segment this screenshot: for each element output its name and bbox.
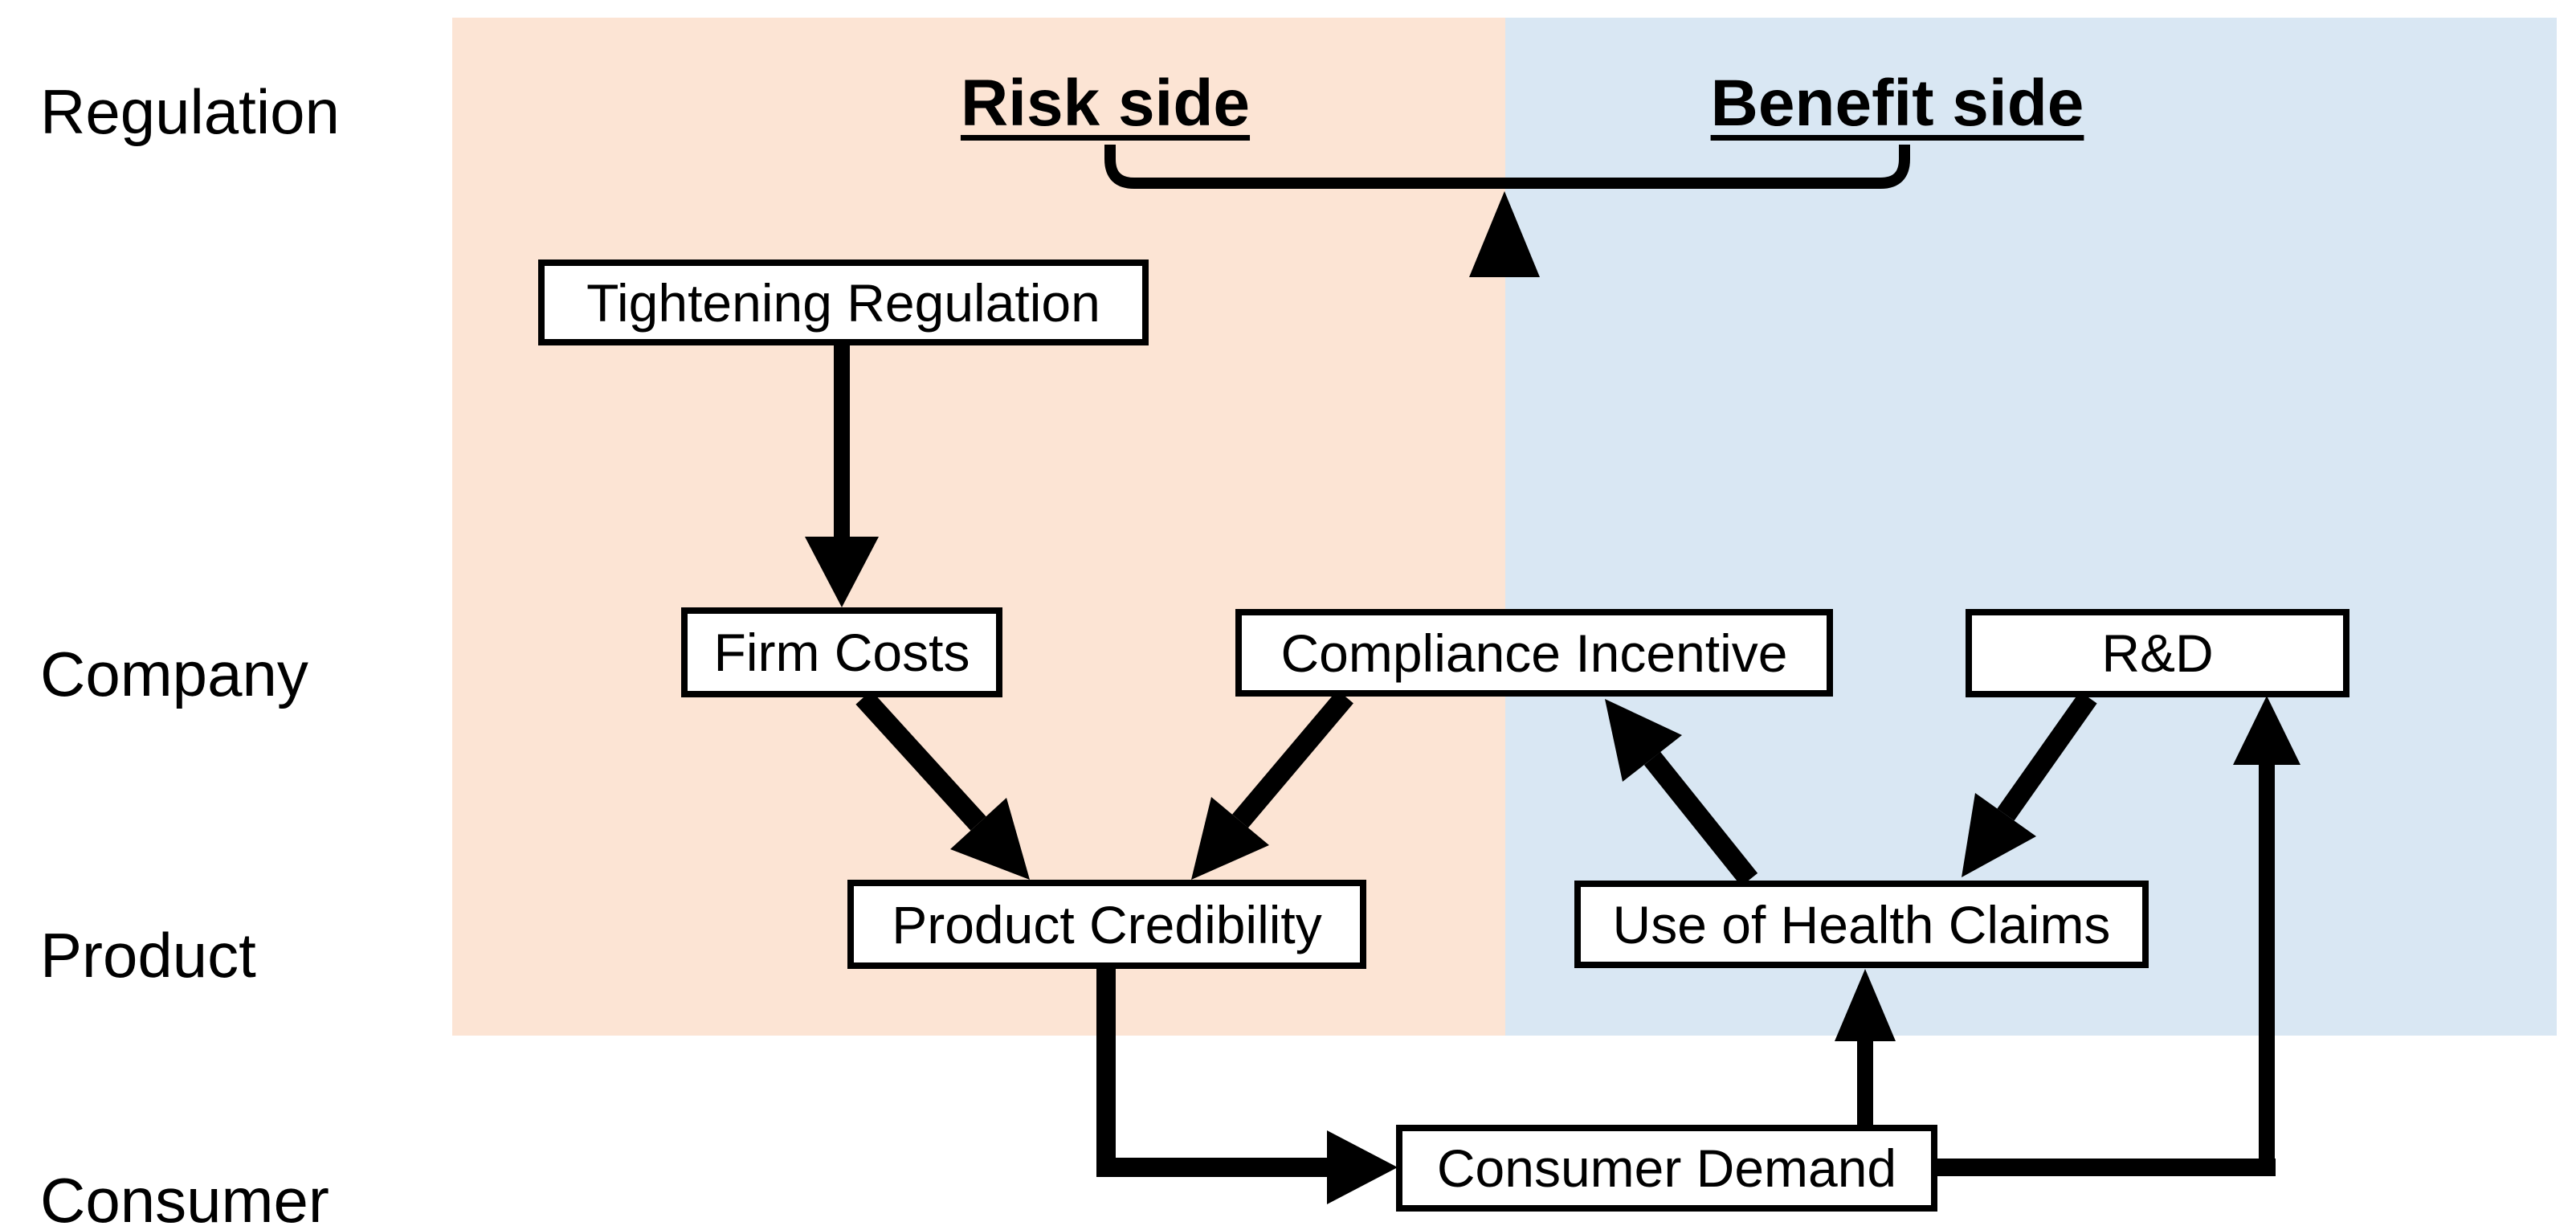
- edge-product-credibility-to-consumer-demand: [1096, 969, 1398, 1204]
- node-tightening-regulation: Tightening Regulation: [538, 260, 1149, 345]
- risk-side-title: Risk side: [960, 67, 1251, 140]
- row-label-regulation: Regulation: [40, 76, 340, 147]
- edge-firm-costs-to-product-credibility: [855, 690, 1030, 880]
- row-label-product: Product: [40, 920, 256, 991]
- row-label-consumer: Consumer: [40, 1165, 329, 1226]
- row-label-company: Company: [40, 639, 308, 709]
- edge-tightening-regulation-to-firm-costs: [805, 345, 879, 607]
- edge-rnd-to-use-of-health-claims: [1962, 691, 2097, 877]
- node-firm-costs: Firm Costs: [681, 607, 1002, 697]
- edge-use-of-health-claims-to-compliance-incentive: [1605, 699, 1758, 887]
- benefit-side-title: Benefit side: [1710, 67, 2084, 140]
- edge-compliance-incentive-to-product-credibility: [1191, 689, 1353, 880]
- edge-consumer-demand-to-use-of-health-claims: [1835, 969, 1896, 1125]
- node-use-of-health-claims: Use of Health Claims: [1574, 881, 2149, 968]
- node-compliance-incentive: Compliance Incentive: [1235, 609, 1833, 697]
- node-consumer-demand: Consumer Demand: [1396, 1125, 1937, 1212]
- fulcrum-triangle-icon: [1469, 191, 1540, 277]
- node-product-credibility: Product Credibility: [847, 880, 1366, 969]
- edge-consumer-demand-to-rnd: [1937, 696, 2300, 1176]
- node-rnd: R&D: [1966, 609, 2349, 697]
- balance-beam-icon: [1104, 145, 1910, 189]
